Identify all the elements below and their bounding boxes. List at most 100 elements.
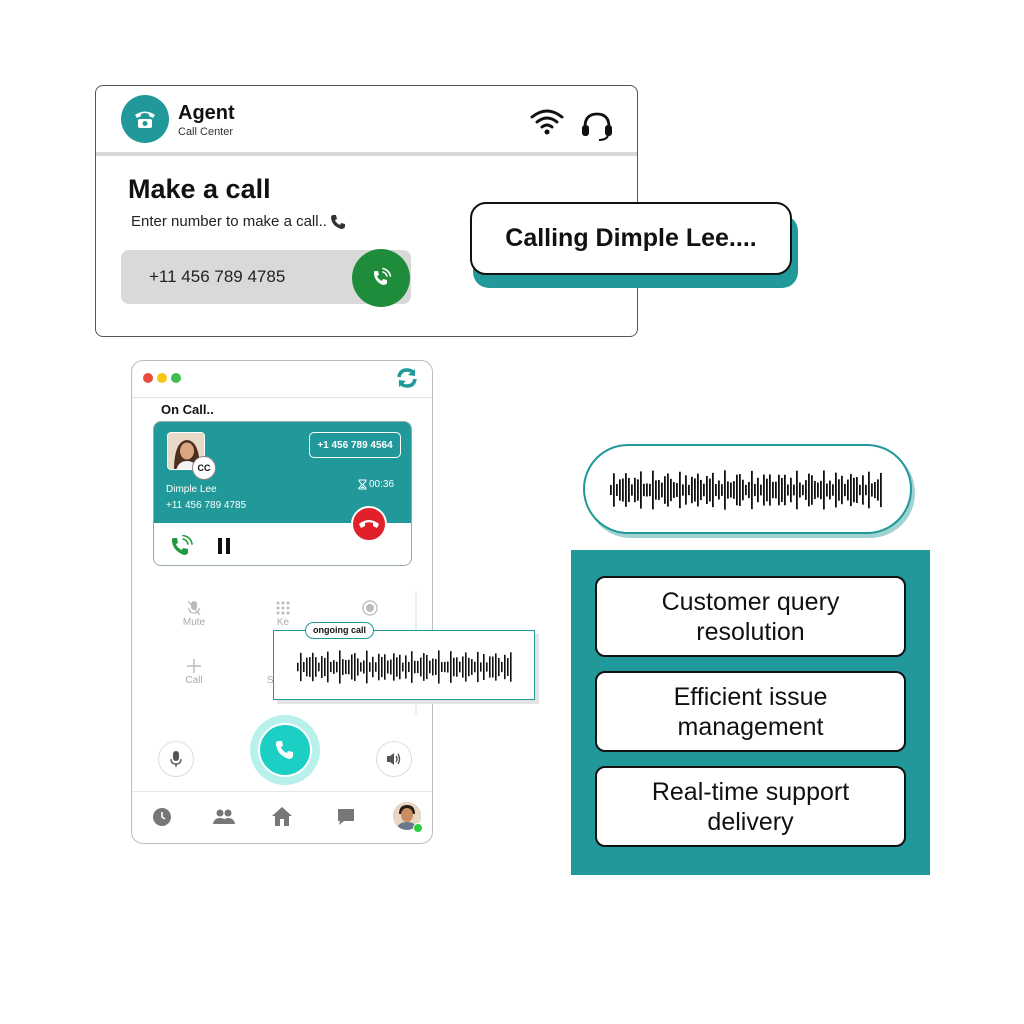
header-divider bbox=[96, 152, 637, 156]
call-icon bbox=[374, 267, 392, 285]
waveform-bar bbox=[318, 662, 320, 672]
add-call-label: Call bbox=[185, 675, 203, 686]
volume-button[interactable] bbox=[376, 741, 412, 777]
hang-up-button[interactable] bbox=[351, 506, 387, 542]
waveform-bar bbox=[489, 656, 491, 678]
waveform-bar bbox=[739, 474, 741, 506]
answer-call-button[interactable] bbox=[250, 715, 320, 785]
waveform-bar bbox=[498, 657, 500, 677]
waveform-bar bbox=[492, 656, 494, 678]
contacts-icon[interactable] bbox=[212, 807, 236, 827]
waveform-bar bbox=[790, 477, 792, 503]
waveform-bar bbox=[450, 651, 452, 683]
waveform-bar bbox=[667, 473, 669, 507]
nav-divider bbox=[132, 791, 432, 792]
active-call-panel: CC Dimple Lee +11 456 789 4785 +1 456 78… bbox=[153, 421, 412, 566]
waveform-bar bbox=[345, 659, 347, 675]
keypad-icon bbox=[253, 599, 313, 617]
waveform-bar bbox=[694, 478, 696, 502]
waveform-bar bbox=[859, 484, 861, 496]
waveform-bar bbox=[459, 661, 461, 673]
waveform-bar bbox=[375, 662, 377, 672]
waveform-bar bbox=[676, 483, 678, 497]
waveform-bar bbox=[745, 484, 747, 496]
waveform-bar bbox=[622, 478, 624, 502]
calling-status-bubble: Calling Dimple Lee.... bbox=[470, 202, 792, 275]
waveform-bar bbox=[778, 474, 780, 506]
waveform-bar bbox=[616, 484, 618, 496]
waveform-bar bbox=[432, 658, 434, 676]
speaker-call-icon[interactable] bbox=[169, 535, 195, 559]
pause-icon[interactable] bbox=[217, 538, 231, 554]
waveform-bar bbox=[799, 482, 801, 498]
waveform-bar bbox=[673, 482, 675, 498]
waveform-bar bbox=[441, 662, 443, 672]
share-control[interactable]: Sh bbox=[243, 657, 303, 686]
waveform-bar bbox=[700, 479, 702, 501]
chat-icon[interactable] bbox=[336, 807, 356, 827]
waveform-bar bbox=[682, 484, 684, 496]
record-icon bbox=[340, 599, 400, 617]
mic-off-icon bbox=[164, 599, 224, 617]
waveform-bar bbox=[339, 650, 341, 684]
waveform-bar bbox=[447, 661, 449, 673]
waveform-bar bbox=[742, 479, 744, 501]
waveform-bar bbox=[474, 661, 476, 673]
waveform-bar bbox=[321, 656, 323, 678]
home-icon[interactable] bbox=[270, 804, 294, 828]
outgoing-number-chip: +1 456 789 4564 bbox=[309, 432, 401, 458]
waveform-bar bbox=[820, 480, 822, 500]
make-call-instruction: Enter number to make a call.. bbox=[131, 213, 346, 230]
waveform-bar bbox=[784, 474, 786, 506]
waveform-bar bbox=[327, 651, 329, 683]
add-call-control[interactable]: Call bbox=[164, 657, 224, 686]
waveform-bar bbox=[868, 471, 870, 509]
waveform-bar bbox=[408, 661, 410, 673]
caller-name: Dimple Lee bbox=[166, 484, 217, 495]
instruction-text: Enter number to make a call.. bbox=[131, 213, 327, 230]
waveform-bar bbox=[423, 653, 425, 681]
waveform-bar bbox=[486, 662, 488, 672]
waveform-bar bbox=[312, 652, 314, 682]
titlebar-divider bbox=[132, 397, 432, 398]
record-control[interactable] bbox=[340, 599, 400, 617]
waveform-bar bbox=[838, 479, 840, 501]
window-maximize-dot[interactable] bbox=[171, 373, 181, 383]
feature-item: Real-time support delivery bbox=[595, 766, 906, 847]
waveform-bar bbox=[649, 483, 651, 497]
waveform-bar bbox=[754, 483, 756, 497]
waveform-bar bbox=[787, 484, 789, 496]
cc-badge: CC bbox=[192, 456, 216, 480]
waveform-bar bbox=[652, 470, 654, 510]
window-close-dot[interactable] bbox=[143, 373, 153, 383]
waveform-bar bbox=[685, 475, 687, 505]
waveform-bar bbox=[712, 472, 714, 508]
clock-icon[interactable] bbox=[152, 807, 172, 827]
waveform-bar bbox=[369, 662, 371, 672]
waveform-bar bbox=[330, 661, 332, 673]
sync-icon[interactable] bbox=[394, 365, 420, 391]
microphone-button[interactable] bbox=[158, 741, 194, 777]
waveform-bar bbox=[399, 654, 401, 680]
waveform-bar bbox=[306, 657, 308, 677]
waveform-bar bbox=[775, 481, 777, 499]
waveform-bar bbox=[501, 661, 503, 673]
waveform-bar bbox=[715, 484, 717, 496]
window-minimize-dot[interactable] bbox=[157, 373, 167, 383]
waveform-bar bbox=[748, 481, 750, 499]
waveform-bar bbox=[835, 472, 837, 508]
waveform-bar bbox=[769, 474, 771, 506]
waveform-bar bbox=[610, 485, 612, 495]
keypad-control[interactable]: Ke bbox=[253, 599, 313, 628]
headset-icon bbox=[582, 112, 612, 141]
waveform-bar bbox=[396, 657, 398, 677]
waveform-bar bbox=[384, 654, 386, 680]
mute-control[interactable]: Mute bbox=[164, 599, 224, 628]
online-status-dot bbox=[413, 823, 423, 833]
call-button[interactable] bbox=[352, 249, 410, 307]
agent-title: Agent bbox=[178, 102, 235, 124]
waveform-bar bbox=[718, 480, 720, 500]
waveform-bar bbox=[462, 656, 464, 678]
waveform-bar bbox=[793, 484, 795, 496]
waveform-bar bbox=[378, 653, 380, 681]
